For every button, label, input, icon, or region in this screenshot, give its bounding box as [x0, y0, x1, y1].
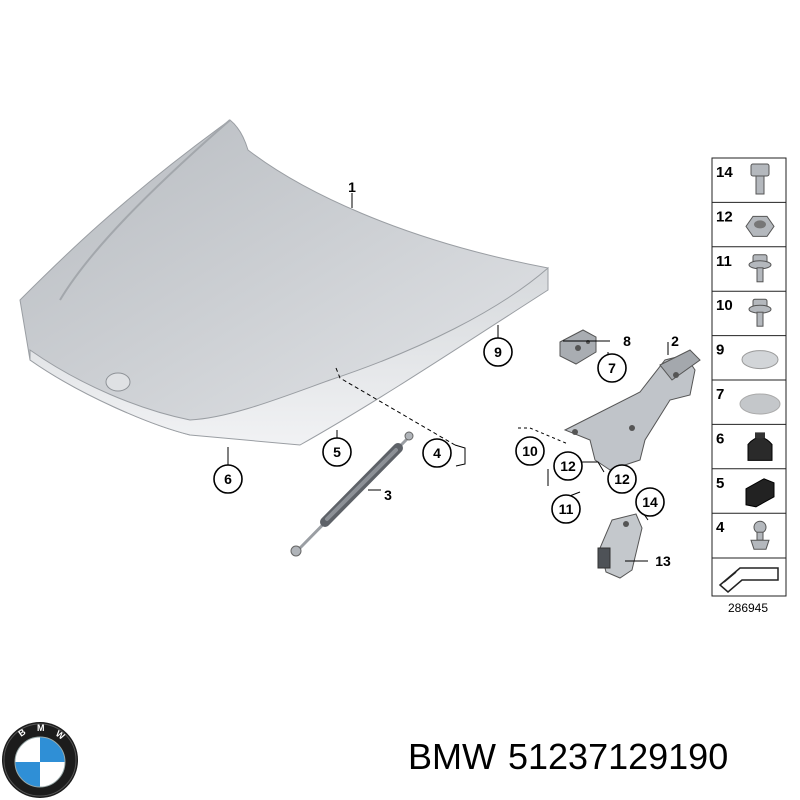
callout-label: 2 — [671, 333, 679, 349]
bracket-part — [559, 329, 597, 365]
callout-9: 9 — [483, 337, 513, 367]
gas-strut — [290, 431, 414, 557]
callout-label: 12 — [560, 458, 576, 474]
legend-number: 10 — [716, 297, 733, 314]
hinge-part — [563, 349, 701, 471]
legend-row-12: 12 — [712, 201, 786, 237]
legend-number: 4 — [716, 519, 725, 536]
legend-number: 12 — [716, 208, 733, 225]
nut-icon — [745, 215, 775, 237]
hood-panel — [19, 119, 549, 446]
callout-13: 13 — [655, 553, 671, 569]
callout-label: 3 — [384, 487, 392, 503]
part-number: 51237129190 — [507, 736, 729, 777]
callout-label: 6 — [224, 471, 232, 487]
rubber-buffer-icon — [747, 432, 773, 461]
callout-label: 12 — [614, 471, 630, 487]
legend-row-11: 11 — [712, 246, 786, 283]
callout-2: 2 — [671, 333, 679, 349]
legend-row-9: 9 — [712, 335, 786, 370]
legend-number: 7 — [716, 386, 724, 403]
rubber-strip-icon — [745, 478, 775, 508]
direction-arrow-icon — [711, 557, 787, 597]
legend-number: 9 — [716, 342, 724, 359]
callout-11: 11 — [551, 494, 581, 524]
legend-number: 11 — [716, 253, 732, 270]
legend-row-7: 7 — [712, 379, 786, 415]
bolt-icon — [750, 163, 770, 195]
callout-label: 5 — [333, 444, 341, 460]
parts-legend: 14 12 11 10 9 7 6 5 4 286945 — [711, 157, 787, 615]
svg-text:B: B — [16, 726, 27, 738]
callout-label: 7 — [608, 360, 616, 376]
legend-number: 6 — [716, 430, 724, 447]
legend-row-4: 4 — [712, 512, 786, 550]
callout-5: 5 — [322, 437, 352, 467]
callout-14: 14 — [635, 487, 665, 517]
callout-label: 13 — [655, 553, 671, 569]
callout-label: 8 — [623, 333, 631, 349]
legend-row-10: 10 — [712, 290, 786, 327]
legend-row-14: 14 — [716, 163, 770, 195]
brand-caption: BMW 51237129190 — [408, 732, 798, 782]
svg-text:M: M — [37, 723, 45, 733]
leader-lines — [227, 193, 669, 562]
callout-label: 10 — [522, 443, 538, 459]
callout-10: 10 — [515, 436, 545, 466]
callout-12: 12 — [607, 464, 637, 494]
callout-label: 11 — [559, 501, 574, 517]
cap-icon — [741, 350, 779, 370]
callout-7: 7 — [597, 353, 627, 383]
callout-label: 4 — [433, 445, 441, 461]
callout-8: 8 — [623, 333, 631, 349]
brand-name: BMW — [408, 736, 496, 777]
legend-row-5: 5 — [712, 468, 786, 508]
callout-label: 1 — [348, 179, 356, 195]
callout-6: 6 — [213, 464, 243, 494]
callout-12: 12 — [553, 451, 583, 481]
lower-hinge-bracket — [597, 513, 643, 579]
bmw-logo: B M W — [2, 722, 78, 798]
callout-label: 9 — [494, 344, 502, 360]
flange-bolt-icon — [748, 254, 772, 283]
legend-number: 5 — [716, 475, 724, 492]
callout-1: 1 — [348, 179, 356, 195]
diagram-reference-number: 286945 — [728, 601, 768, 615]
legend-row-6: 6 — [712, 423, 786, 461]
washer-bolt-icon — [748, 298, 772, 327]
callout-label: 14 — [642, 494, 658, 510]
flat-pad-icon — [739, 393, 781, 415]
legend-number: 14 — [716, 164, 733, 181]
ball-stud-icon — [750, 520, 770, 550]
callout-4: 4 — [422, 438, 452, 468]
callout-3: 3 — [384, 487, 392, 503]
